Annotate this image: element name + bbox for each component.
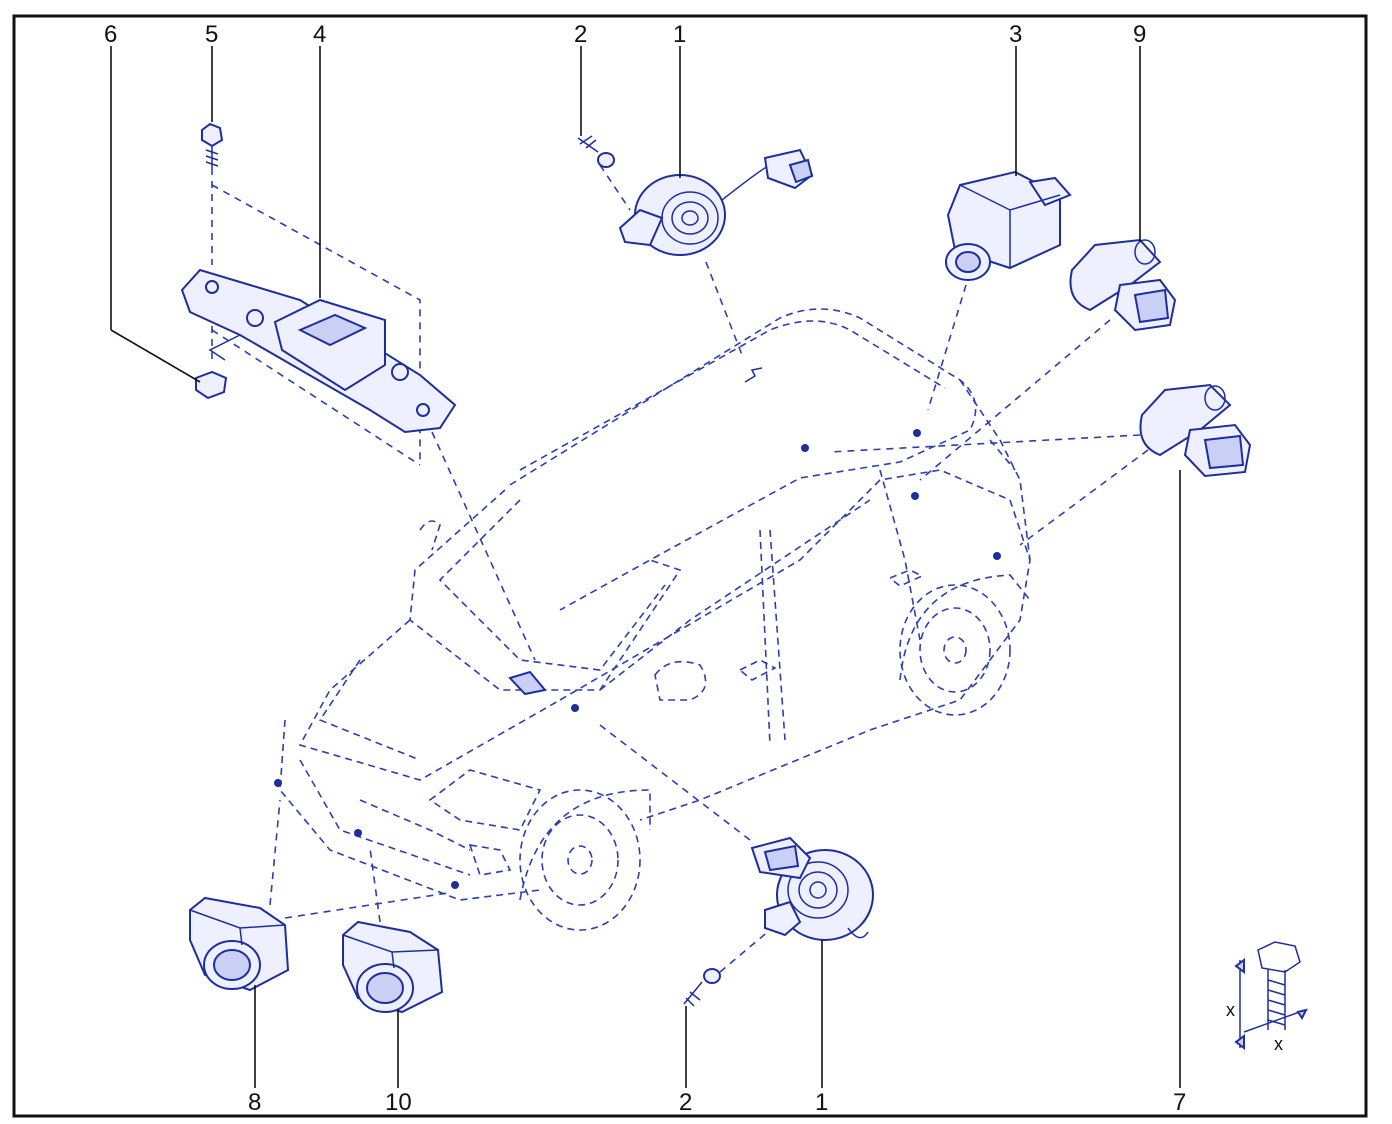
callout-1-bottom: 1 xyxy=(815,1089,828,1116)
callout-labels: 6 5 4 2 1 3 9 7 8 10 2 1 xyxy=(104,21,1186,1116)
bolt-dim-label-b: x xyxy=(1274,1034,1283,1054)
front-wheel xyxy=(519,789,641,931)
buzzer-top xyxy=(618,148,814,256)
bolt-tightening-symbol: x x xyxy=(1226,941,1308,1054)
callout-2-bottom: 2 xyxy=(679,1089,692,1116)
callout-4: 4 xyxy=(313,21,326,48)
leader-lines xyxy=(110,46,1181,1088)
buzzer-bottom xyxy=(750,836,874,941)
callout-1-top: 1 xyxy=(673,21,686,48)
front-sensor-spot-1 xyxy=(274,779,282,787)
callout-5: 5 xyxy=(205,21,218,48)
callout-7: 7 xyxy=(1173,1089,1186,1116)
callout-2-top: 2 xyxy=(574,21,587,48)
rear-wheel xyxy=(899,584,1011,716)
parking-sensor-9 xyxy=(1069,238,1177,332)
parking-sensor-8 xyxy=(189,896,290,992)
rear-sensor-spot-3 xyxy=(993,552,1001,560)
rear-sensor-spot-1 xyxy=(801,444,809,452)
rear-camera-spot xyxy=(913,429,921,437)
windshield-module-mark xyxy=(508,670,547,696)
parking-sensor-7 xyxy=(1139,383,1252,478)
parking-sensor-10 xyxy=(342,920,444,1014)
callout-3: 3 xyxy=(1009,21,1022,48)
screw-2-bottom xyxy=(683,968,721,1007)
rear-camera-3 xyxy=(945,170,1072,281)
callout-9: 9 xyxy=(1133,21,1146,48)
vehicle-outline xyxy=(274,308,1031,931)
roof-sensor-mark xyxy=(744,367,763,383)
buzzer-spot xyxy=(571,704,579,712)
bolt-dim-label-a: x xyxy=(1226,1000,1235,1020)
callout-8: 8 xyxy=(248,1089,261,1116)
callout-10: 10 xyxy=(385,1089,412,1116)
clip-nut-6 xyxy=(195,370,228,400)
callout-6: 6 xyxy=(104,21,117,48)
front-sensor-spot-3 xyxy=(451,881,459,889)
screw-2-top xyxy=(577,135,615,168)
diagram-border xyxy=(12,14,1368,1118)
control-module-bracket xyxy=(180,268,457,434)
screw-5 xyxy=(201,122,224,168)
front-sensor-spot-2 xyxy=(354,829,362,837)
assembly-arrows xyxy=(211,164,1149,973)
rear-sensor-spot-2 xyxy=(911,492,919,500)
